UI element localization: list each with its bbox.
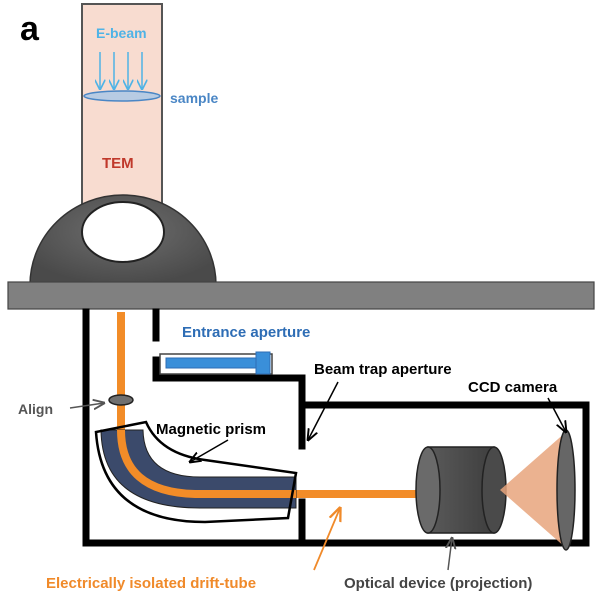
magnetic-prism-arrow [190, 439, 229, 462]
projection-cone [500, 432, 566, 548]
magnetic-prism-label: Magnetic prism [156, 421, 266, 438]
drift-tube-label: Electrically isolated drift-tube [46, 575, 256, 592]
ccd-camera [556, 429, 576, 551]
base-plate [7, 281, 595, 310]
entrance-aperture-slider [165, 357, 257, 369]
panel-letter: a [20, 10, 40, 48]
align-label: Align [18, 401, 53, 417]
ebeam-arrows [100, 52, 142, 88]
optical-device-arrow [448, 538, 452, 571]
beam-trap-arrow [308, 381, 339, 440]
ebeam-label: E-beam [96, 25, 147, 41]
ccd-camera-arrow [547, 397, 566, 432]
align-element [108, 394, 134, 406]
align-arrow [69, 403, 104, 408]
tem-label: TEM [102, 155, 134, 172]
beam-trap-aperture-label: Beam trap aperture [314, 361, 452, 378]
beam-in-prism [117, 429, 296, 498]
optical-device-label: Optical device (projection) [344, 575, 532, 592]
sample-disc [83, 90, 161, 102]
ccd-camera-label: CCD camera [468, 379, 558, 396]
optical-device [415, 446, 507, 534]
entrance-aperture-knob [255, 351, 271, 375]
sample-label: sample [170, 90, 218, 106]
spectrometer-housing [82, 308, 590, 547]
tem-column [81, 3, 163, 211]
magnetic-prism-outline [94, 420, 298, 524]
projector-opening [81, 201, 165, 263]
entrance-aperture-label: Entrance aperture [182, 324, 310, 341]
drift-tube-arrow [313, 508, 340, 571]
